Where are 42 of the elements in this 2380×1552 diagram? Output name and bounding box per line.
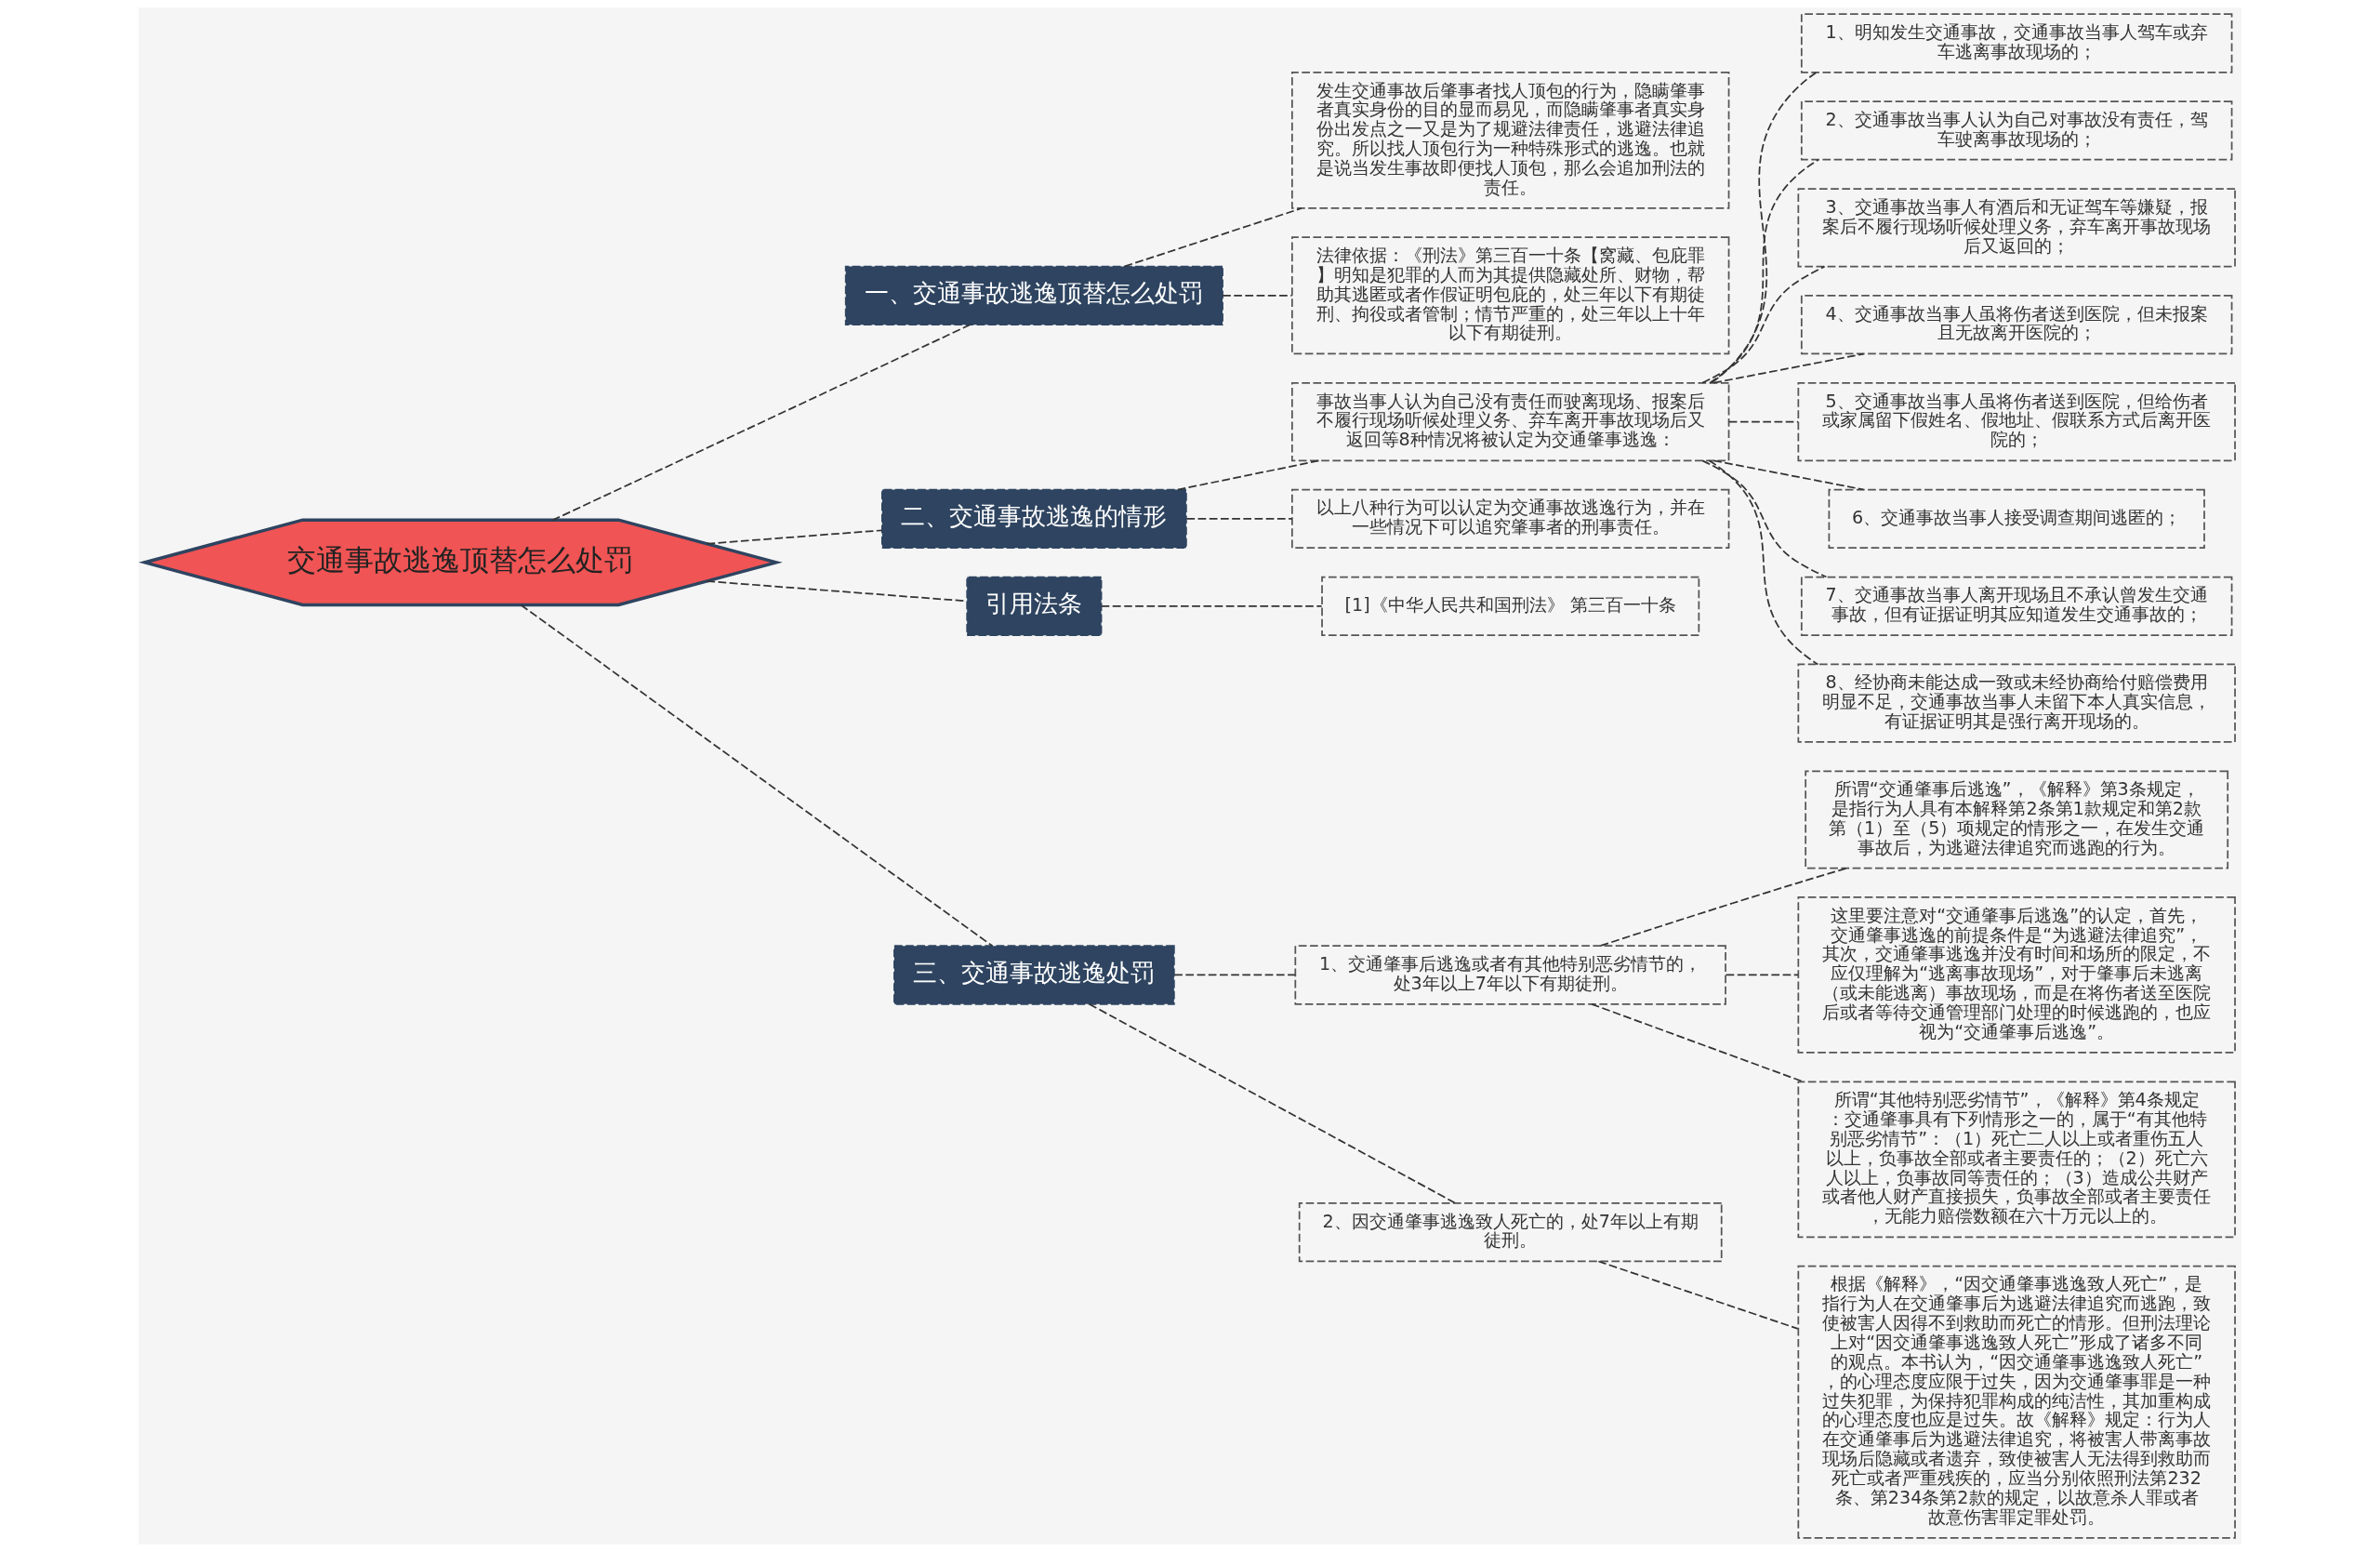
node-box: 1、明知发生交通事故，交通事故当事人驾车或弃车逃离事故现场的；	[1800, 13, 2233, 73]
node-box: 2、因交通肇事逃逸致人死亡的，处7年以上有期徒刑。	[1298, 1201, 1723, 1263]
node-box: 二、交通事故逃逸的情形	[881, 488, 1187, 550]
connector	[1101, 604, 1323, 607]
node-box: [1]《中华人民共和国刑法》 第三百一十条	[1321, 576, 1700, 636]
connector	[1725, 974, 1799, 976]
node-box: 3、交通事故当事人有酒后和无证驾车等嫌疑，报案后不履行现场听候处理义务，弃车离开事故现场后又返回的；	[1797, 188, 2236, 268]
node-box: 一、交通事故逃逸顶替怎么处罚	[844, 265, 1223, 325]
node-box: 4、交通事故当事人虽将伤者送到医院，但未报案且无故离开医院的；	[1800, 294, 2233, 355]
node-box: 5、交通事故当事人虽将伤者送到医院，但给伤者或家属留下假姓名、假地址、假联系方式后离开医院的；	[1797, 381, 2236, 462]
node-box: 事故当事人认为自己没有责任而驶离现场、报案后不履行现场听候处理义务、弃车离开事故现场后又返回等8种情况将被认定为交通肇事逃逸：	[1291, 381, 1730, 462]
connector	[1701, 459, 1828, 578]
connector	[1701, 265, 1826, 384]
node-box: 2、交通事故当事人认为自己对事故没有责任，驾车驶离事故现场的；	[1800, 100, 2233, 161]
connector	[1711, 72, 1818, 384]
connector	[1176, 459, 1320, 491]
node-box: 所谓“交通肇事后逃逸”，《解释》第3条规定，是指行为人具有本解释第2条第1款规定和第2款第（1）至（5）项规定的情形之一，在发生交通事故后，为逃避法律追究而逃跑的行为。	[1805, 770, 2229, 869]
node-box: 三、交通事故逃逸处罚	[893, 945, 1175, 1005]
connector	[520, 604, 994, 947]
connector	[1597, 1260, 1799, 1330]
connector	[1185, 518, 1293, 520]
connector	[1089, 1003, 1456, 1204]
connector	[1709, 158, 1819, 384]
connector	[1708, 459, 1819, 666]
node-box: 发生交通事故后肇事者找人顶包的行为，隐瞒肇事者真实身份的目的显而易见，而隐瞒肇事者真实身份出发点之一又是为了规避法律责任，逃避法律追究。所以找人顶包行为一种特殊形式的逃逸。也就是说当发生事故即便找人顶包，那么会追加刑法的责任。	[1291, 71, 1730, 209]
connector	[1123, 207, 1302, 268]
node-box: 8、经协商未能达成一致或未经协商给付赔偿费用明显不足，交通事故当事人未留下本人真实信息，有证据证明其是强行离开现场的。	[1797, 663, 2236, 743]
connector	[1727, 420, 1799, 423]
node-box: 引用法条	[966, 576, 1103, 636]
node-box: 法律依据：《刑法》第三百一十条【窝藏、包庇罪】明知是犯罪的人而为其提供隐藏处所、财物，帮助其逃匿或者作假证明包庇的，处三年以下有期徒刑、拘役或者管制；情节严重的，处三年以上十年以下有期徒刑。	[1291, 236, 1730, 355]
node-box: 6、交通事故当事人接受调查期间逃匿的；	[1828, 488, 2205, 550]
connector	[1173, 974, 1296, 976]
connector	[551, 324, 972, 522]
node-box: 以上八种行为可以认定为交通事故逃逸行为，并在一些情况下可以追究肇事者的刑事责任。	[1291, 488, 1730, 550]
node-box: 7、交通事故当事人离开现场且不承认曾发生交通事故，但有证据证明其应知道发生交通事故的；	[1800, 576, 2233, 636]
node-box: 所谓“其他特别恶劣情节”，《解释》第4条规定：交通肇事具有下列情形之一的，属于“有其他特别恶劣情节”：（1）死亡二人以上或者重伤五人以上，负事故全部或者主要责任的；（2）死亡六人以上，负事故同等责任的；（3）造成公共财产或者他人财产直接损失，负事故全部或者主要责任，无能力赔偿数额在六十万元以上的。	[1797, 1081, 2236, 1239]
node-box: 1、交通肇事后逃逸或者有其他特别恶劣情节的，处3年以上7年以下有期徒刑。	[1294, 945, 1726, 1005]
node-box: 这里要注意对“交通肇事后逃逸”的认定，首先，交通肇事逃逸的前提条件是“为逃避法律追究”，其次，交通肇事逃逸并没有时间和场所的限定，不应仅理解为“逃离事故现场”，对于肇事后未逃离（或未能逃离）事故现场，而是在将伤者送至医院后或者等待交通管理部门处理的时候逃跑的，也应视为“交通肇事后逃逸”。	[1797, 896, 2236, 1054]
connector	[706, 529, 883, 545]
connector	[1591, 1003, 1804, 1082]
node-box: 根据《解释》，“因交通肇事逃逸致人死亡”，是指行为人在交通肇事后为逃避法律追究而逃跑，致使被害人因得不到救助而死亡的情形。但刑法理论上对“因交通肇事逃逸致人死亡”形成了诸多不同的观点。本书认为，“因交通肇事逃逸致人死亡”，的心理态度应限于过失，因为交通肇事罪是一种过失犯罪，为保持犯罪构成的纯洁性，其加重构成的心理态度也应是过失。故《解释》规定：行为人在交通肇事后为逃避法律追究，将被害人带离事故现场后隐藏或者遗弃，致使被害人无法得到救助而死亡或者严重残疾的，应当分别依照刑法第232条、第234条第2款的规定，以故意杀人罪或者故意伤害罪定罪处罚。	[1797, 1265, 2236, 1539]
connector	[1222, 294, 1293, 297]
